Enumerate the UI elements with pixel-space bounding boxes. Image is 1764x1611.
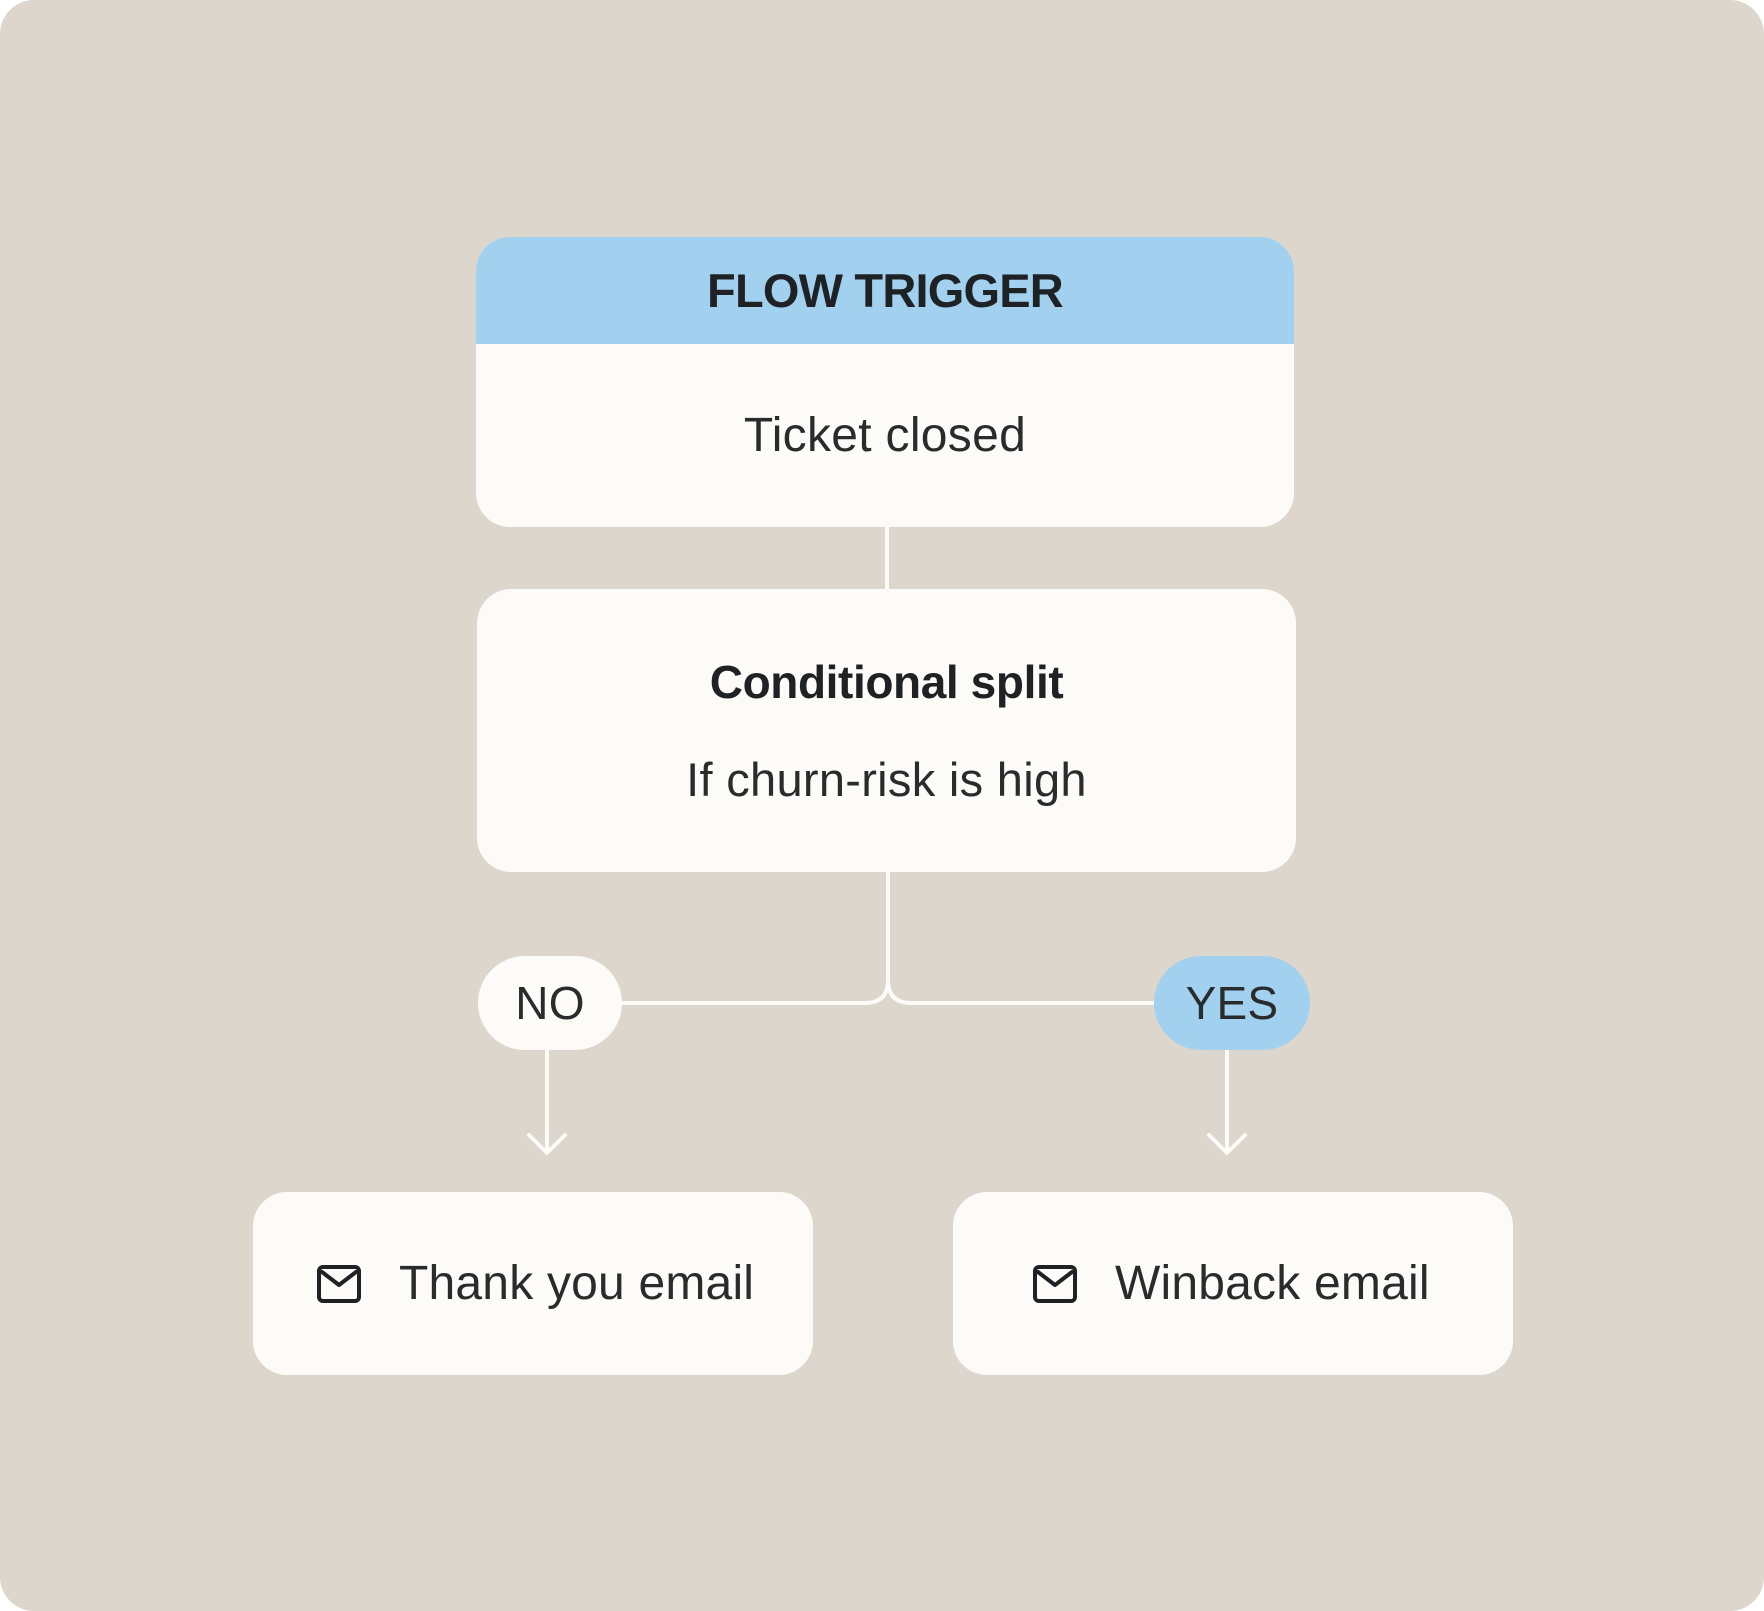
conditional-split-title: Conditional split xyxy=(709,656,1064,708)
split-yes-branch-connector xyxy=(886,978,1156,1005)
branch-yes-label: YES xyxy=(1185,977,1279,1029)
mail-icon xyxy=(1033,1264,1077,1303)
winback-email-label: Winback email xyxy=(1115,1257,1430,1310)
thank-you-email-label: Thank you email xyxy=(399,1257,755,1310)
branch-yes-pill[interactable]: YES xyxy=(1154,956,1310,1050)
flow-trigger-card[interactable]: FLOW TRIGGER Ticket closed xyxy=(476,237,1294,527)
yes-branch-arrow xyxy=(1207,1048,1247,1155)
branch-no-pill[interactable]: NO xyxy=(478,956,622,1050)
thank-you-email-card[interactable]: Thank you email xyxy=(253,1192,813,1375)
winback-email-card[interactable]: Winback email xyxy=(953,1192,1513,1375)
flow-trigger-event: Ticket closed xyxy=(743,409,1027,462)
split-no-branch-connector xyxy=(620,870,890,1005)
no-branch-arrow xyxy=(527,1048,567,1155)
conditional-split-condition: If churn-risk is high xyxy=(686,753,1087,806)
flow-trigger-heading: FLOW TRIGGER xyxy=(476,237,1294,344)
conditional-split-card[interactable]: Conditional split If churn-risk is high xyxy=(477,589,1296,872)
branch-no-label: NO xyxy=(515,977,585,1029)
mail-icon xyxy=(317,1264,361,1303)
